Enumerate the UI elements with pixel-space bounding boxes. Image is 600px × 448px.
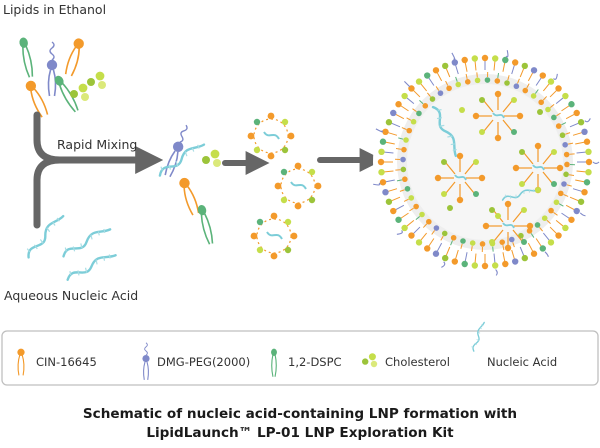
large-lnp [373, 50, 600, 276]
legend-item-cholesterol: Cholesterol [362, 353, 450, 369]
legend-item-nucleic-acid: Nucleic Acid [465, 321, 557, 369]
aqueous-nucleic-acid-label: Aqueous Nucleic Acid [4, 288, 138, 303]
rapid-mixing-label: Rapid Mixing [57, 137, 137, 152]
legend-label-dspc: 1,2-DSPC [288, 355, 342, 369]
ethanol-lipid-cluster [17, 35, 106, 119]
mixed-components [153, 122, 221, 246]
legend-label-cholesterol: Cholesterol [385, 355, 450, 369]
lipids-in-ethanol-label: Lipids in Ethanol [3, 2, 106, 17]
small-lnps [246, 111, 323, 261]
caption-line-1: Schematic of nucleic acid-containing LNP… [83, 406, 517, 422]
legend-item-dmg-peg: DMG-PEG(2000) [141, 342, 250, 381]
legend-item-cin-16645: CIN-16645 [16, 348, 97, 376]
legend: CIN-16645 DMG-PEG(2000) 1,2-DSPC Cholest… [1, 321, 599, 386]
legend-label-dmg-peg: DMG-PEG(2000) [157, 355, 250, 369]
legend-item-dspc: 1,2-DSPC [270, 348, 342, 378]
legend-box [1, 330, 599, 386]
legend-label-cin-16645: CIN-16645 [36, 355, 97, 369]
caption-line-2: LipidLaunch™ LP-01 LNP Exploration Kit [146, 425, 454, 441]
mixing-path [33, 111, 164, 229]
legend-label-nucleic-acid: Nucleic Acid [487, 355, 557, 369]
